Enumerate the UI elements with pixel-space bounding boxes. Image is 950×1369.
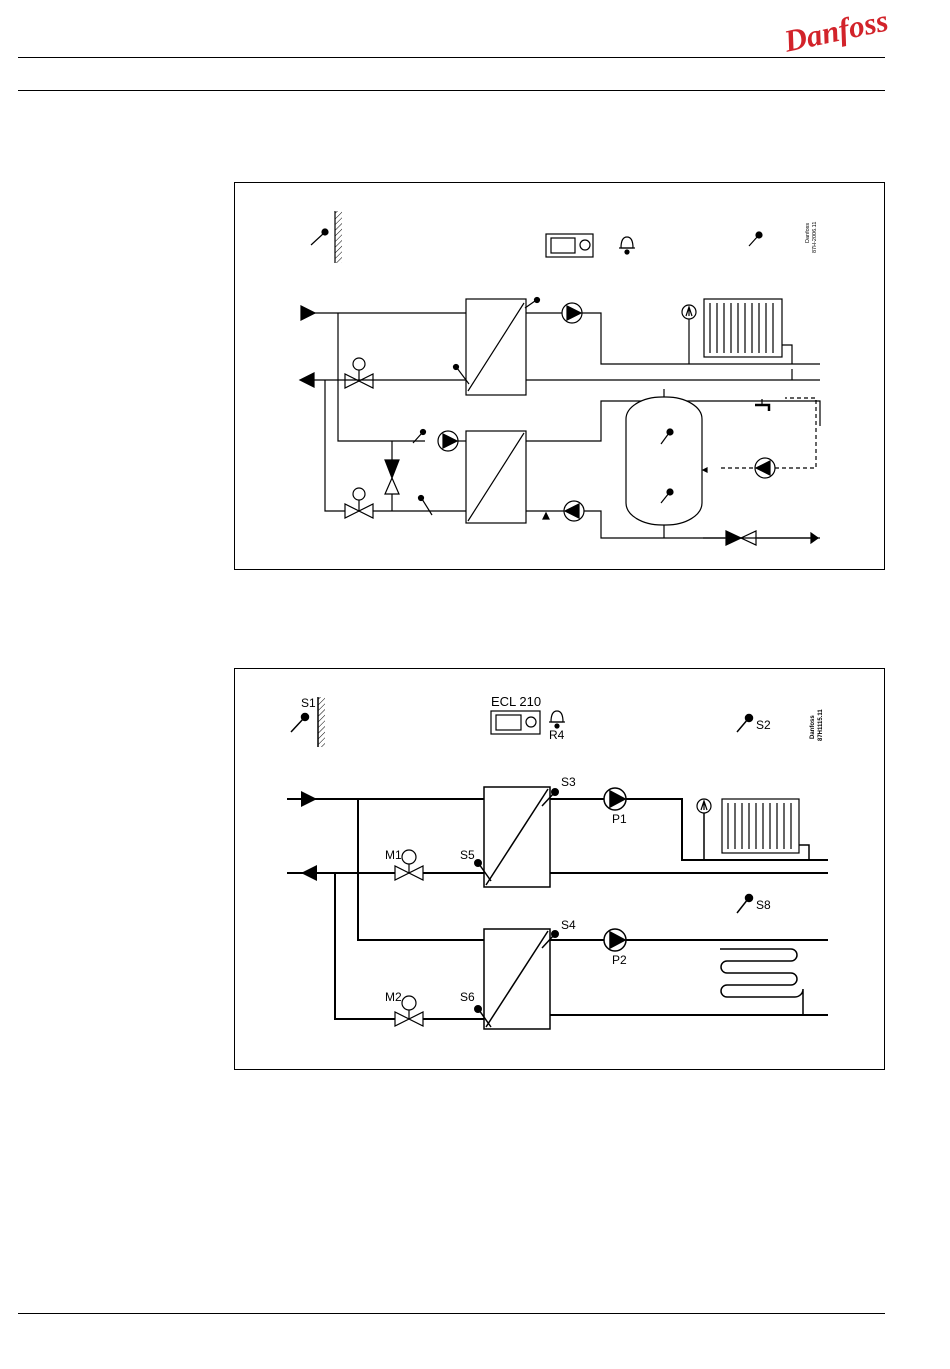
controller-icon bbox=[546, 234, 593, 257]
label-s4: S4 bbox=[561, 918, 576, 932]
pump-icon bbox=[562, 303, 582, 323]
room-sensor-icon bbox=[749, 232, 762, 246]
label-s5: S5 bbox=[460, 848, 475, 862]
supply-arrow-icon bbox=[301, 791, 317, 807]
motor-valve-2-icon bbox=[345, 488, 373, 518]
motor-valve-1-icon bbox=[345, 358, 373, 388]
label-s8: S8 bbox=[756, 898, 771, 912]
pump-icon bbox=[564, 501, 584, 521]
danfoss-logo-text: Danfoss bbox=[783, 8, 889, 52]
danfoss-logo: Danfoss bbox=[783, 8, 889, 52]
radiator-icon bbox=[697, 799, 799, 853]
floor-heating-icon bbox=[720, 949, 803, 1015]
diagram-2-svg: S1 ECL 210 R4 S2 S3 P1 M1 S5 S8 S4 P2 M2… bbox=[235, 669, 886, 1071]
label-p2: P2 bbox=[612, 953, 627, 967]
footer-rule bbox=[18, 1313, 885, 1314]
radiator-icon bbox=[682, 299, 782, 357]
alarm-icon bbox=[619, 237, 635, 254]
controller-label: ECL 210 bbox=[491, 694, 541, 709]
header-rule-bottom bbox=[18, 90, 885, 91]
pump-p2-icon bbox=[604, 929, 626, 951]
pump-p1-icon bbox=[604, 788, 626, 810]
label-s2: S2 bbox=[756, 718, 771, 732]
drawing-code-number: 87H-2006.11 bbox=[812, 222, 818, 253]
alarm-icon bbox=[549, 711, 565, 728]
pump-icon bbox=[755, 458, 775, 478]
check-valve-icon bbox=[385, 441, 399, 511]
label-s6: S6 bbox=[460, 990, 475, 1004]
drawing-code-brand: Danfoss bbox=[805, 223, 811, 243]
pump-icon bbox=[438, 431, 458, 451]
return-arrow-icon bbox=[301, 865, 317, 881]
hot-water-tank bbox=[626, 397, 702, 525]
diagram-1-panel: Danfoss 87H-2006.11 bbox=[234, 182, 885, 570]
room-sensor-s8-icon bbox=[737, 895, 753, 914]
drawing-code-number: 87H1115.11 bbox=[818, 709, 824, 741]
label-r4: R4 bbox=[549, 728, 565, 742]
diagram-2-panel: S1 ECL 210 R4 S2 S3 P1 M1 S5 S8 S4 P2 M2… bbox=[234, 668, 885, 1070]
diagram-1-svg: Danfoss 87H-2006.11 bbox=[235, 183, 886, 571]
label-p1: P1 bbox=[612, 812, 627, 826]
drawing-code-brand: Danfoss bbox=[810, 715, 816, 739]
label-m2: M2 bbox=[385, 990, 402, 1004]
outdoor-sensor-icon bbox=[311, 211, 342, 263]
label-s1: S1 bbox=[301, 696, 316, 710]
label-m1: M1 bbox=[385, 848, 402, 862]
supply-arrow-icon bbox=[301, 306, 315, 320]
label-s3: S3 bbox=[561, 775, 576, 789]
room-sensor-icon bbox=[737, 715, 753, 733]
header-rule-top bbox=[18, 57, 885, 58]
return-arrow-icon bbox=[300, 373, 314, 387]
controller-icon bbox=[491, 711, 540, 734]
